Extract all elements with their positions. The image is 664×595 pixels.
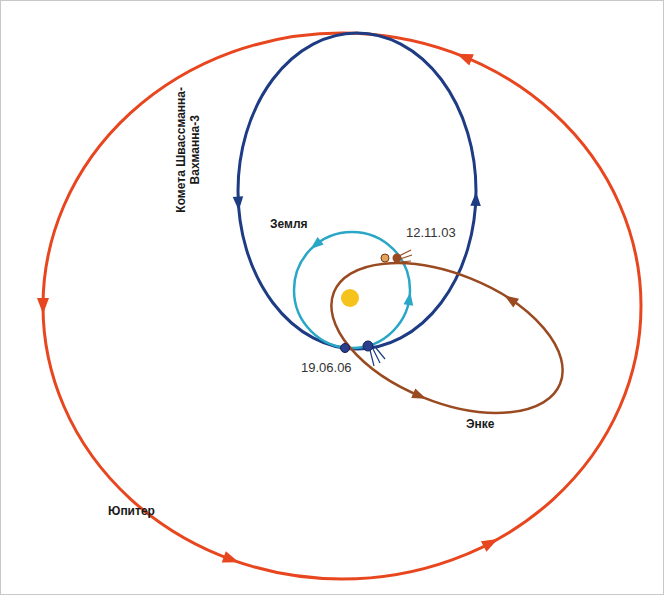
comet-orbit — [238, 33, 476, 349]
orbit-arrowhead — [481, 534, 501, 552]
orbit-arrows — [37, 48, 519, 568]
date-label: 12.11.03 — [405, 226, 457, 241]
earth-position — [341, 344, 350, 353]
orbit-arrowhead — [411, 388, 428, 403]
earth-name: Земля — [270, 218, 308, 232]
orbit-arrowhead — [37, 298, 49, 314]
comet-name: Комета Швассманна-Вахманна-3 — [174, 74, 202, 227]
orbit-arrowhead — [307, 237, 323, 253]
comet-position — [363, 341, 373, 351]
earth-position — [381, 254, 389, 262]
comet-positions-2003 — [381, 250, 412, 263]
earth-orbit — [294, 232, 410, 348]
jupiter-orbit — [43, 33, 641, 579]
comet-tail — [370, 348, 385, 366]
orbit-arrowhead — [454, 48, 473, 65]
date-label: 19.06.06 — [300, 361, 353, 376]
orbit-arrowhead — [233, 196, 244, 211]
encke-name: Энке — [466, 418, 494, 432]
orbit-arrowhead — [222, 551, 241, 568]
jupiter-name: Юпитер — [108, 505, 155, 519]
encke-orbit — [310, 233, 584, 443]
orbit-arrowhead — [404, 292, 416, 306]
comet-position — [393, 254, 402, 263]
orbit-arrowhead — [470, 192, 481, 206]
orbit-arrowhead — [502, 291, 519, 307]
sun — [341, 289, 359, 307]
